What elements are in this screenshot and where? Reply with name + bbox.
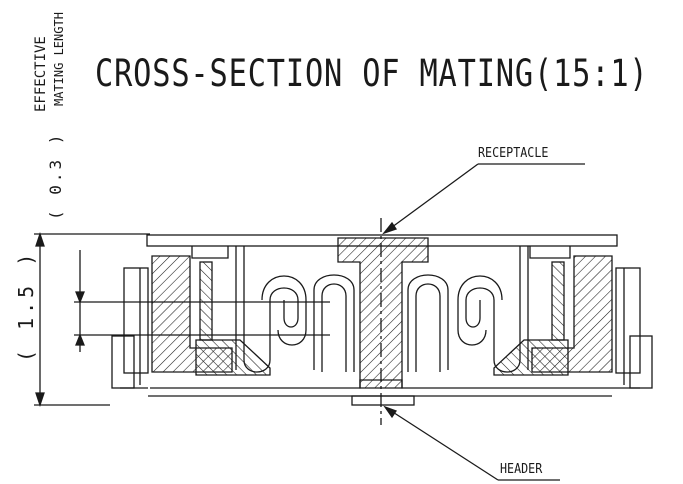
center-post xyxy=(337,237,429,389)
right-outer-wall xyxy=(615,267,653,389)
right-housing xyxy=(493,255,613,376)
left-housing xyxy=(151,255,271,376)
left-outer-wall xyxy=(111,267,149,389)
right-contact-hook xyxy=(407,274,449,372)
header-label: HEADER xyxy=(500,462,543,477)
receptacle-label: RECEPTACLE xyxy=(478,146,549,161)
height-dimension xyxy=(34,231,150,408)
left-contact-hook xyxy=(313,274,355,372)
drawing-title: CROSS-SECTION OF MATING(15:1) xyxy=(95,52,649,95)
receptacle-leader xyxy=(382,163,585,235)
header-leader xyxy=(383,405,560,481)
right-spring-contact xyxy=(457,246,529,373)
header-base xyxy=(120,379,640,406)
left-spring-contact xyxy=(235,246,307,373)
